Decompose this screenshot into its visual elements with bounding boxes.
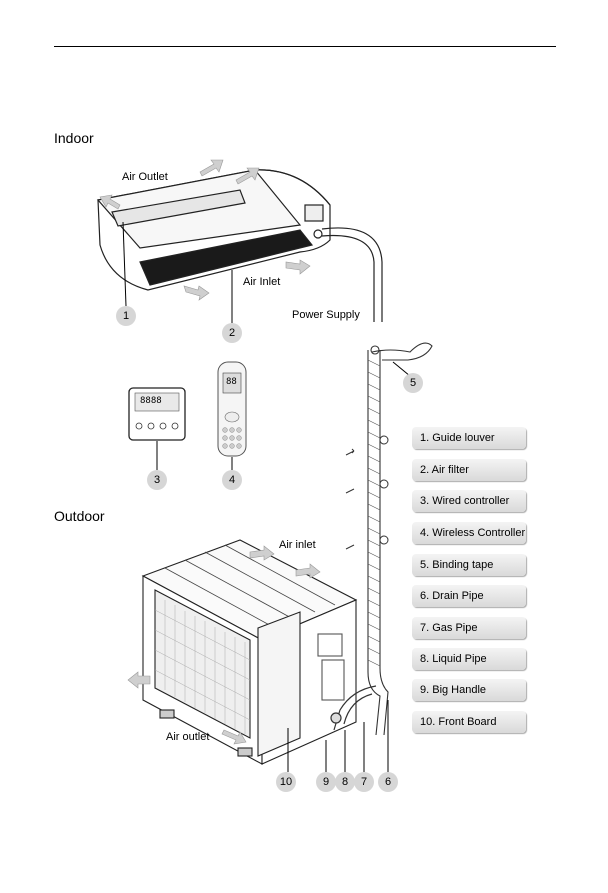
wireless-remote-graphic [217,361,247,470]
label-air-outlet-indoor: Air Outlet [122,171,168,183]
legend-item-guide-louver: 1. Guide louver [412,427,526,449]
callout-9: 9 [316,772,336,792]
remote-display: 88 [226,377,237,387]
indoor-heading: Indoor [54,130,94,146]
callout-3: 3 [147,470,167,490]
label-air-outlet-outdoor: Air outlet [166,731,210,743]
legend-item-front-board: 10. Front Board [412,711,526,733]
callout-7: 7 [354,772,374,792]
indoor-unit [96,169,331,291]
callout-2: 2 [222,323,242,343]
wired-controller-display: 8888 [140,396,162,406]
outdoor-unit [141,539,358,765]
callout-8: 8 [335,772,355,792]
legend-item-gas-pipe: 7. Gas Pipe [412,617,526,639]
callout-5: 5 [403,373,423,393]
wired-controller-graphic [128,387,186,470]
label-air-inlet-outdoor: Air inlet [279,539,316,551]
callout-4: 4 [222,470,242,490]
wall-clamps [345,435,389,550]
legend-item-binding-tape: 5. Binding tape [412,554,526,576]
outdoor-airflow-arrows [127,545,321,745]
indoor-airflow-arrows [99,159,311,301]
legend-item-big-handle: 9. Big Handle [412,679,526,701]
callout-10: 10 [276,772,296,792]
legend-item-wireless-controller: 4. Wireless Controller [412,522,526,544]
outdoor-heading: Outdoor [54,508,105,524]
header-rule [54,46,556,47]
legend-item-liquid-pipe: 8. Liquid Pipe [412,648,526,670]
label-air-inlet-indoor: Air Inlet [243,276,281,288]
legend-item-air-filter: 2. Air filter [412,459,526,481]
legend-item-drain-pipe: 6. Drain Pipe [412,585,526,607]
legend-item-wired-controller: 3. Wired controller [412,490,526,512]
callout-1: 1 [116,306,136,326]
label-power-supply: Power Supply [292,309,360,321]
callout-6: 6 [378,772,398,792]
